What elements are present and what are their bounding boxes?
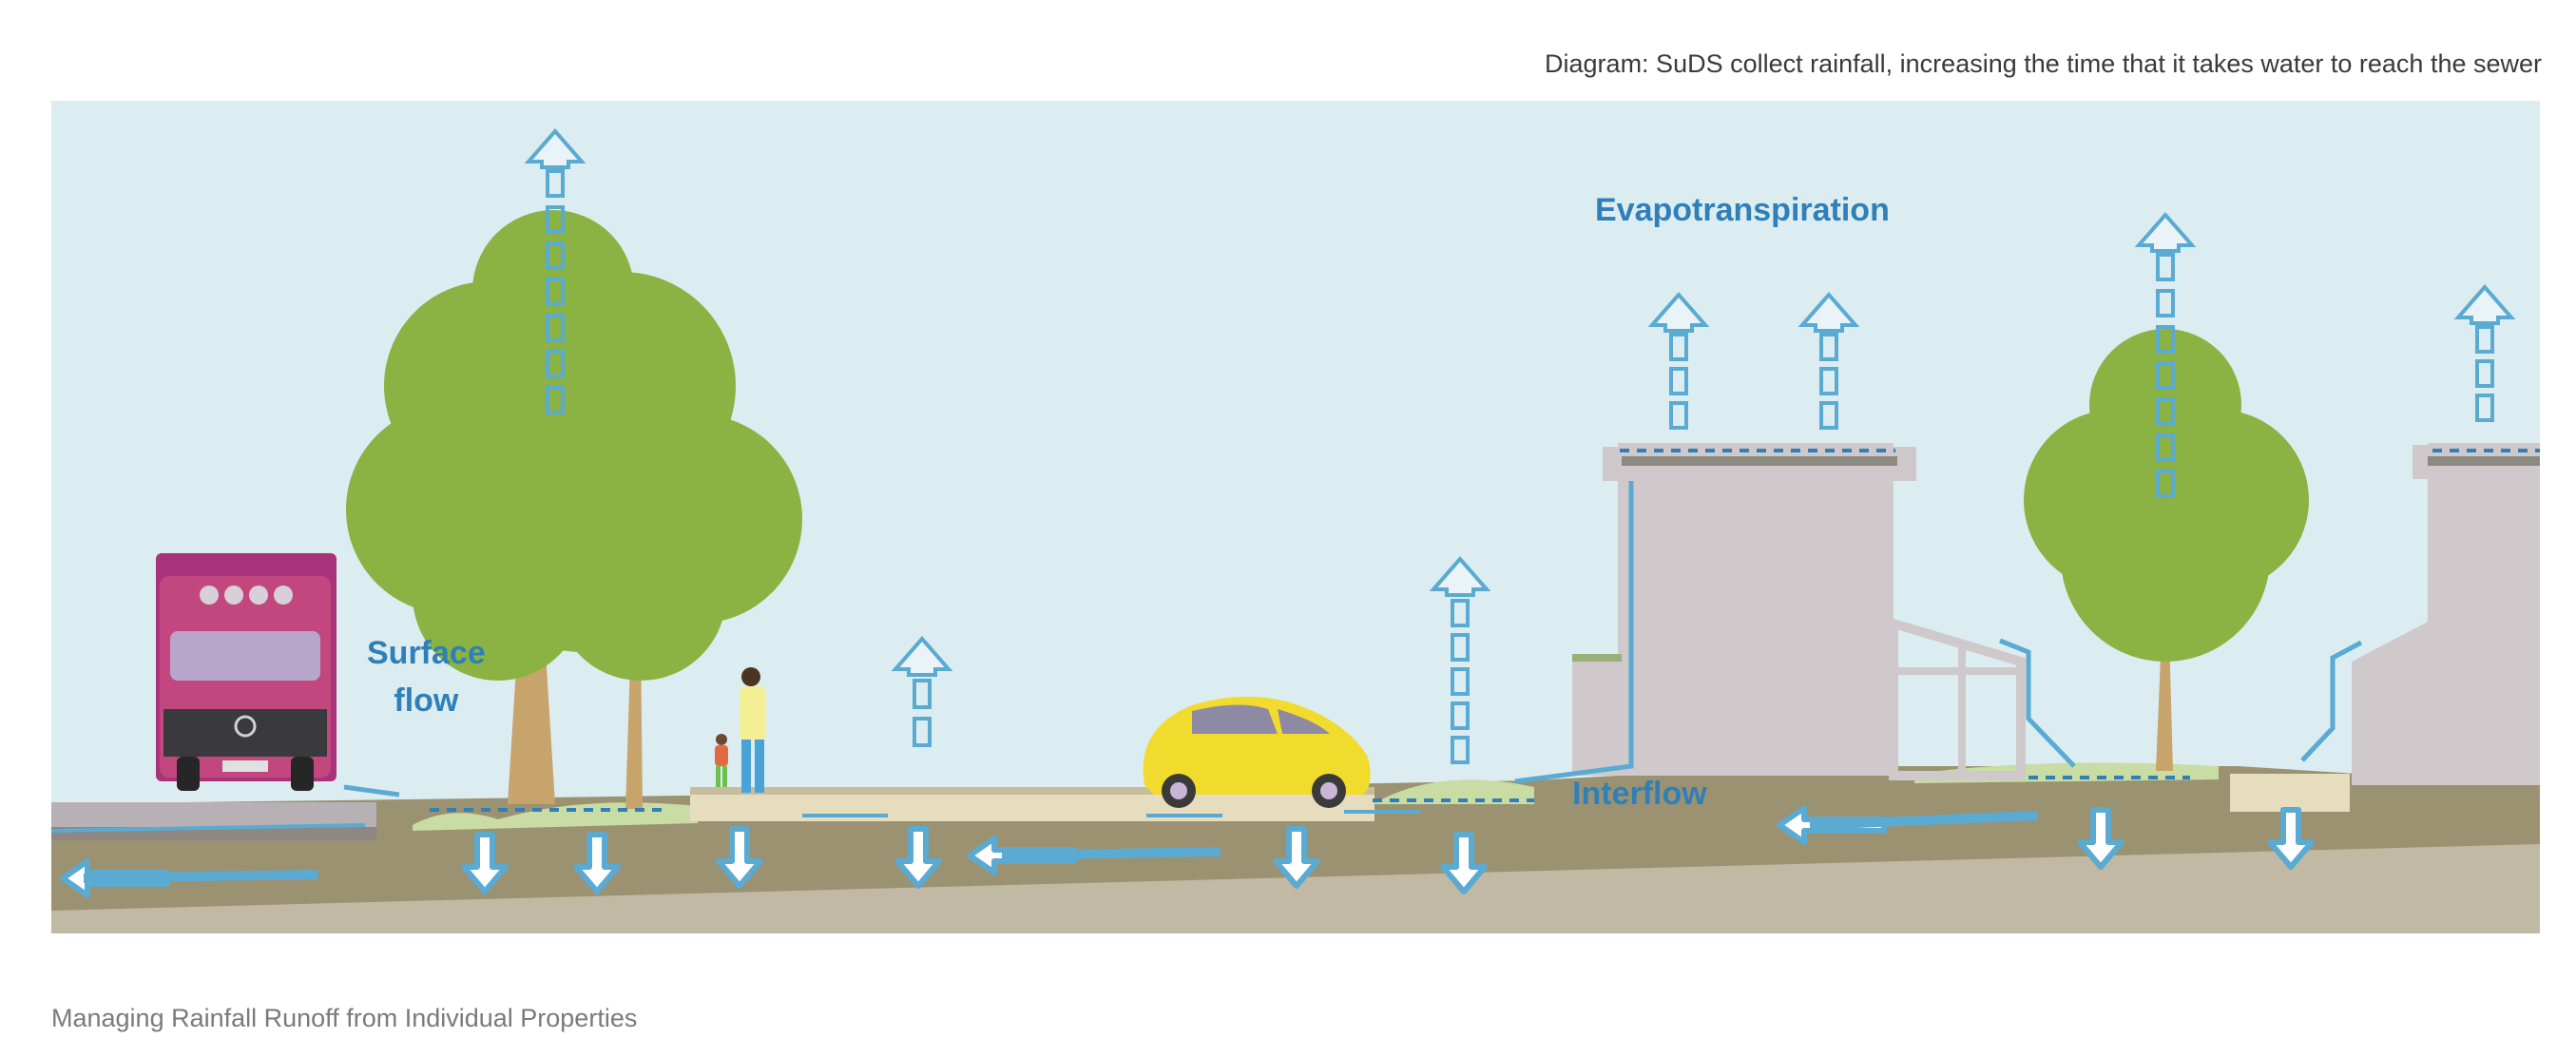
car-icon [1143, 696, 1371, 808]
diagram-caption: Diagram: SuDS collect rainfall, increasi… [1545, 49, 2542, 78]
water-arrow-icon [51, 808, 2039, 895]
building-icon [1572, 443, 1916, 776]
truck-icon [156, 553, 336, 791]
water-arrow-icon [527, 129, 2513, 764]
surface-flow-label: Surface flow [367, 629, 486, 724]
pedestrians-icon [715, 667, 766, 793]
conservatory-icon [1889, 617, 2026, 780]
footer-title: Managing Rainfall Runoff from Individual… [51, 1004, 638, 1032]
evapotranspiration-label: Evapotranspiration [1595, 192, 1890, 228]
interflow-label: Interflow [1572, 776, 1707, 812]
surface-flow-label-line2: flow [394, 682, 459, 719]
water-arrow-icon [343, 481, 2363, 798]
surface-flow-label-line1: Surface [367, 635, 486, 671]
suds-diagram: Surface flow Evapotranspiration Interflo… [51, 101, 2540, 933]
